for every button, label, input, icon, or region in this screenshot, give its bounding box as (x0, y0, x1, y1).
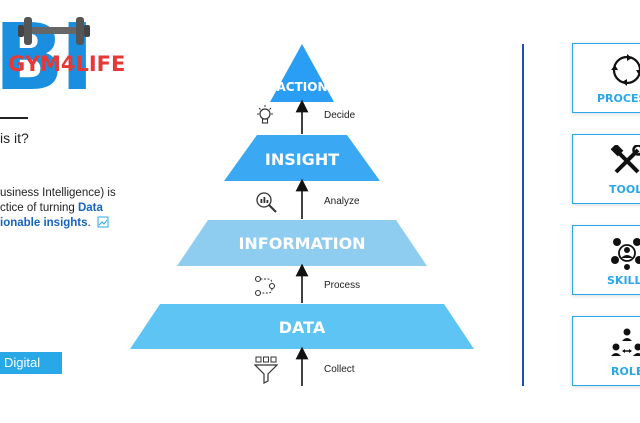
tier-label-insight: INSIGHT (264, 150, 340, 169)
bi-pyramid (130, 44, 474, 386)
card-skills[interactable]: SKILL (572, 225, 640, 295)
workflow-icon (254, 275, 276, 297)
bi-definition: usiness Intelligence) is ctice of turnin… (0, 186, 116, 231)
tier-label-information: INFORMATION (238, 234, 366, 253)
tier-action (270, 44, 334, 102)
tier-label-data: DATA (278, 318, 326, 337)
question-text: is it? (0, 130, 29, 146)
step-label-process: Process (324, 280, 361, 291)
skills-icon (611, 238, 640, 270)
digital-tag: Digital (0, 352, 62, 374)
tier-data (130, 304, 474, 349)
gym4life-logo: GYM4LIFE (8, 52, 126, 76)
card-label-tools: TOOL (609, 183, 640, 196)
tier-insight (224, 135, 380, 181)
tier-information (177, 220, 427, 266)
definition-line-2: ctice of turning Data (0, 201, 116, 216)
funnel-icon (254, 356, 278, 384)
card-roles[interactable]: ROLE (572, 316, 640, 386)
roles-icon (611, 328, 640, 356)
step-label-collect: Collect (324, 364, 355, 375)
lightbulb-icon (257, 105, 273, 124)
definition-line-1: usiness Intelligence) is (0, 187, 116, 199)
title-underline (0, 117, 28, 119)
tools-icon (611, 145, 640, 174)
insights-highlight: ionable insights (0, 217, 88, 229)
card-label-process: PROCES (597, 92, 640, 105)
step-label-analyze: Analyze (324, 196, 360, 207)
data-highlight: Data (77, 202, 103, 214)
vertical-divider (522, 44, 524, 386)
definition-text: ctice of turning (0, 202, 78, 214)
card-label-roles: ROLE (611, 365, 640, 378)
process-cycle-icon (611, 54, 640, 86)
step-label-decide: Decide (324, 110, 356, 121)
definition-period: . (87, 217, 91, 229)
card-tools[interactable]: TOOL (572, 134, 640, 204)
card-label-skills: SKILL (607, 274, 640, 287)
card-process[interactable]: PROCES (572, 43, 640, 113)
definition-line-3: ionable insights. (0, 216, 116, 231)
image-icon[interactable] (97, 216, 109, 228)
tier-label-action: ACTION (276, 80, 328, 94)
dumbbell-icon (18, 17, 90, 45)
magnifier-chart-icon (256, 192, 277, 213)
